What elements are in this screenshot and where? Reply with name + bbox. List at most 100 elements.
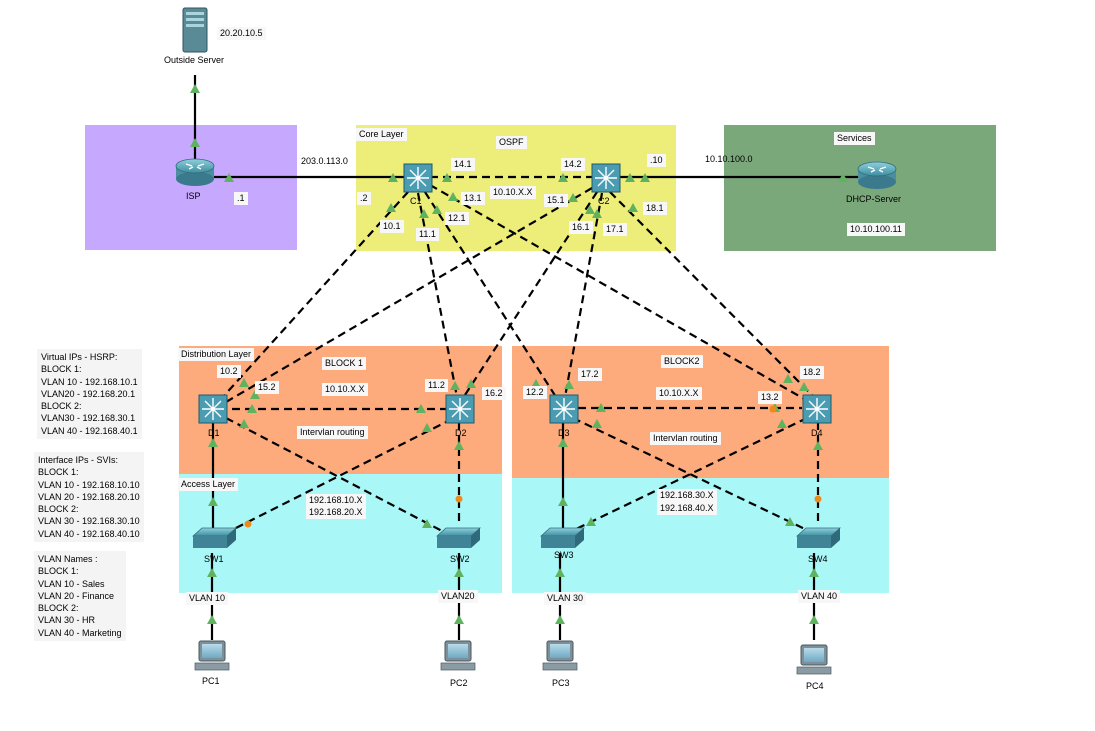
hsrp-line: VLAN 10 - 192.168.10.1 xyxy=(41,376,138,387)
hsrp-line: VLAN30 - 192.168.30.1 xyxy=(41,413,136,424)
dhcp-server-router-icon[interactable] xyxy=(857,161,897,189)
c1-d1-label: 10.1 xyxy=(380,220,404,233)
outside-server-label: Outside Server xyxy=(164,55,225,65)
vlan-line: VLAN 10 - Sales xyxy=(38,578,105,589)
c1-d4-label: 13.1 xyxy=(461,192,485,205)
sw4-switch-icon[interactable] xyxy=(795,527,842,548)
pc3-label: PC3 xyxy=(552,678,570,688)
link-c1-d4 xyxy=(429,184,807,401)
sw2-label: SW2 xyxy=(450,554,470,564)
svi-panel-title: Interface IPs - SVIs: xyxy=(38,455,119,465)
block1-vlan-net-1: 192.168.10.X xyxy=(306,494,366,507)
hsrp-line: BLOCK 2: xyxy=(41,401,82,412)
pc4-computer-icon[interactable] xyxy=(796,644,832,675)
c2-d2-label: 16.1 xyxy=(569,221,593,234)
link-c2-d1 xyxy=(225,187,593,403)
vlan-line: BLOCK 1: xyxy=(38,566,79,577)
sw1-switch-icon[interactable] xyxy=(191,527,238,548)
pc1-computer-icon[interactable] xyxy=(194,640,230,671)
d4-multilayer-switch-icon[interactable] xyxy=(802,394,832,424)
sw2-vlan-label: VLAN20 xyxy=(438,590,478,603)
d1-c2-label: 15.2 xyxy=(255,381,279,394)
d3-c1-label: 12.2 xyxy=(523,386,547,399)
vlan-names-panel: VLAN Names : BLOCK 1: VLAN 10 - Sales VL… xyxy=(34,551,126,642)
block2-vlan-net-2: 192.168.40.X xyxy=(657,502,717,515)
sw2-switch-icon[interactable] xyxy=(435,527,482,548)
link-d4-sw3 xyxy=(571,417,808,532)
block1-intervlan-label: Intervlan routing xyxy=(297,426,368,439)
link-d3-sw4 xyxy=(572,417,810,532)
core-net-label: 10.10.X.X xyxy=(490,186,536,199)
sw3-switch-icon[interactable] xyxy=(539,527,586,548)
block2-intervlan-label: Intervlan routing xyxy=(650,432,721,445)
link-status-indicators xyxy=(190,84,848,624)
access-layer-title: Access Layer xyxy=(178,478,239,491)
link-d1-sw2 xyxy=(225,417,445,533)
link-c2-d4 xyxy=(609,191,815,398)
block2-title: BLOCK2 xyxy=(661,355,703,368)
link-c1-d1 xyxy=(221,191,409,399)
c2-services-interface-label: .10 xyxy=(647,154,666,167)
isp-network-label: 203.0.113.0 xyxy=(301,156,348,166)
link-c2-d3 xyxy=(563,192,604,398)
hsrp-virtual-ip-panel: Virtual IPs - HSRP: BLOCK 1: VLAN 10 - 1… xyxy=(37,349,142,440)
services-title: Services xyxy=(834,132,875,145)
vlan-line: VLAN 30 - HR xyxy=(38,615,96,626)
sw1-vlan-label: VLAN 10 xyxy=(186,592,229,605)
distribution-layer-title: Distribution Layer xyxy=(178,348,255,361)
svi-line: VLAN 30 - 192.168.30.10 xyxy=(38,516,140,527)
block1-title: BLOCK 1 xyxy=(322,357,367,370)
svi-line: VLAN 20 - 192.168.20.10 xyxy=(38,491,140,502)
hsrp-line: VLAN 40 - 192.168.40.1 xyxy=(41,425,138,436)
d3-multilayer-switch-icon[interactable] xyxy=(549,394,579,424)
vlan-panel-title: VLAN Names : xyxy=(38,554,98,564)
link-c1-d2 xyxy=(416,192,459,398)
sw4-label: SW4 xyxy=(808,554,828,564)
hsrp-line: VLAN20 - 192.168.20.1 xyxy=(41,388,136,399)
block2-dist-net-label: 10.10.X.X xyxy=(656,387,702,400)
dhcp-server-ip: 10.10.100.11 xyxy=(847,223,905,236)
c2-d4-label: 18.1 xyxy=(643,202,667,215)
dhcp-server-label: DHCP-Server xyxy=(846,194,902,204)
pc3-computer-icon[interactable] xyxy=(542,640,578,671)
pc1-label: PC1 xyxy=(202,676,220,686)
d2-multilayer-switch-icon[interactable] xyxy=(445,394,475,424)
isp-zone xyxy=(85,125,297,250)
core-layer-title: Core Layer xyxy=(356,128,407,141)
vlan-line: BLOCK 2: xyxy=(38,603,79,614)
pc2-computer-icon[interactable] xyxy=(440,640,476,671)
c1-multilayer-switch-icon[interactable] xyxy=(403,163,433,193)
block1-vlan-net-2: 192.168.20.X xyxy=(306,506,366,519)
sw3-label: SW3 xyxy=(554,550,574,560)
c2-d1-label: 15.1 xyxy=(544,194,568,207)
svi-line: BLOCK 2: xyxy=(38,504,79,515)
d1-c1-label: 10.2 xyxy=(217,365,241,378)
pc4-label: PC4 xyxy=(806,681,824,691)
d1-label: D1 xyxy=(208,428,220,438)
d3-label: D3 xyxy=(558,428,570,438)
svi-line: VLAN 10 - 192.168.10.10 xyxy=(38,479,140,490)
isp-label: ISP xyxy=(186,191,201,201)
isp-interface-label: .1 xyxy=(234,192,248,205)
c1-c2-a-label: 14.1 xyxy=(451,158,475,171)
vlan-line: VLAN 20 - Finance xyxy=(38,590,115,601)
d4-c2-label: 18.2 xyxy=(800,366,824,379)
outside-server-icon[interactable] xyxy=(182,7,208,53)
d2-c1-label: 11.2 xyxy=(425,379,448,392)
svi-line: VLAN 40 - 192.168.40.10 xyxy=(38,528,140,539)
c1-isp-interface-label: .2 xyxy=(357,192,371,205)
sw4-vlan-label: VLAN 40 xyxy=(798,590,841,603)
d4-label: D4 xyxy=(811,428,823,438)
sw3-vlan-label: VLAN 30 xyxy=(544,592,587,605)
link-c1-d3 xyxy=(424,191,557,398)
link-d2-sw1 xyxy=(227,418,453,533)
c1-d3-label: 12.1 xyxy=(445,212,469,225)
d2-c2-label: 16.2 xyxy=(482,387,506,400)
hsrp-line: BLOCK 1: xyxy=(41,364,82,375)
d1-multilayer-switch-icon[interactable] xyxy=(198,394,228,424)
vlan-line: VLAN 40 - Marketing xyxy=(38,627,122,638)
c2-d3-label: 17.1 xyxy=(603,223,627,236)
c2-multilayer-switch-icon[interactable] xyxy=(591,163,621,193)
outside-server-ip: 20.20.10.5 xyxy=(217,27,266,40)
isp-router-icon[interactable] xyxy=(175,158,215,186)
